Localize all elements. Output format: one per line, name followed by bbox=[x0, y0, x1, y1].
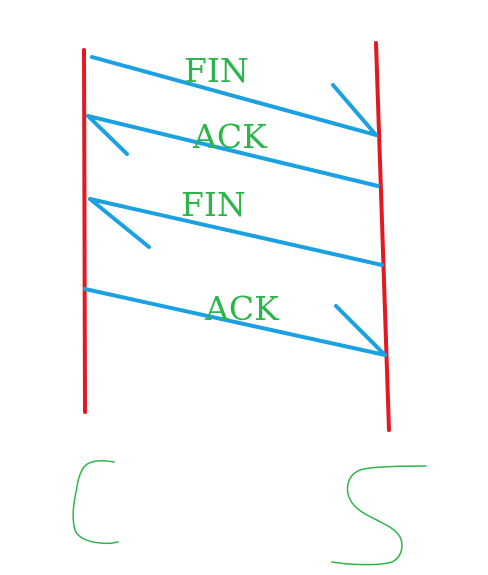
handwritten-s-label bbox=[331, 465, 427, 566]
message-arrow-line bbox=[86, 114, 380, 188]
message-ack-2: ACK bbox=[83, 287, 387, 357]
message-label: FIN bbox=[184, 51, 249, 90]
left-lifeline bbox=[82, 48, 87, 414]
message-arrow-line bbox=[90, 55, 378, 137]
handwritten-c-label bbox=[72, 460, 119, 545]
message-fin-1: FIN bbox=[90, 51, 378, 137]
arrowhead-stroke bbox=[88, 197, 151, 249]
arrowhead-stroke bbox=[331, 83, 378, 137]
message-label: ACK bbox=[192, 117, 268, 156]
message-ack-1: ACK bbox=[86, 114, 380, 188]
right-lifeline bbox=[374, 41, 391, 432]
arrowhead-stroke bbox=[86, 114, 129, 156]
message-label: FIN bbox=[181, 185, 246, 224]
message-arrow-line bbox=[88, 197, 384, 267]
message-label: ACK bbox=[204, 289, 280, 328]
message-arrow-line bbox=[83, 287, 387, 357]
message-fin-2: FIN bbox=[88, 185, 384, 267]
arrowhead-stroke bbox=[334, 304, 387, 357]
